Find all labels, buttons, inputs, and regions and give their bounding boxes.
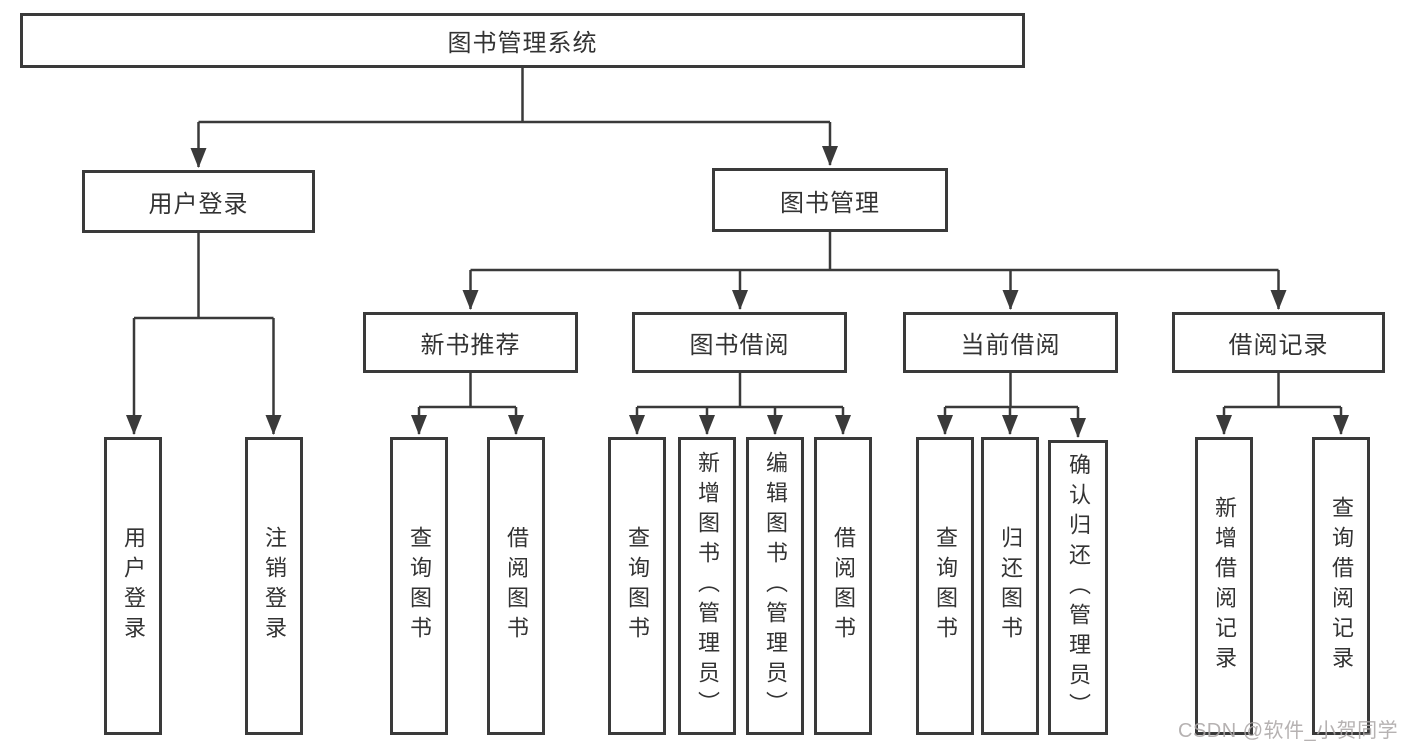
leaf-borrow-books-label: 借阅图书: [831, 526, 856, 646]
node-new-book-recommend: 新书推荐: [363, 312, 578, 373]
watermark-text: CSDN @软件_小贺同学: [1178, 720, 1399, 742]
leaf-query-books-current-label: 查询图书: [933, 526, 958, 646]
leaf-logout: 注销登录: [245, 437, 303, 735]
leaf-add-books-admin-label: 新增图书（管理员）: [695, 451, 720, 721]
leaf-query-books-borrow-label: 查询图书: [625, 526, 650, 646]
leaf-return-books: 归还图书: [981, 437, 1039, 735]
node-book-management: 图书管理: [712, 168, 948, 232]
node-borrow-record-label: 借阅记录: [1228, 332, 1329, 359]
leaf-edit-books-admin-label: 编辑图书（管理员）: [763, 451, 788, 721]
connector-trunks: [134, 68, 1341, 409]
leaf-borrow-books: 借阅图书: [814, 437, 872, 735]
node-book-borrow: 图书借阅: [632, 312, 847, 373]
leaf-query-books-current: 查询图书: [916, 437, 974, 735]
node-current-borrow: 当前借阅: [903, 312, 1118, 373]
leaf-query-borrow-record: 查询借阅记录: [1312, 437, 1370, 735]
node-borrow-record: 借阅记录: [1172, 312, 1385, 373]
node-book-management-label: 图书管理: [780, 189, 880, 217]
leaf-user-login-label: 用户登录: [121, 526, 146, 646]
connector-arrows: [126, 122, 1349, 438]
node-root-label: 图书管理系统: [447, 30, 598, 57]
node-user-login: 用户登录: [82, 170, 315, 233]
leaf-return-books-label: 归还图书: [998, 526, 1023, 646]
leaf-add-borrow-record-label: 新增借阅记录: [1212, 496, 1237, 676]
node-current-borrow-label: 当前借阅: [960, 332, 1061, 359]
leaf-edit-books-admin: 编辑图书（管理员）: [746, 437, 804, 735]
node-root: 图书管理系统: [20, 13, 1025, 68]
leaf-query-borrow-record-label: 查询借阅记录: [1329, 496, 1354, 676]
leaf-add-books-admin: 新增图书（管理员）: [678, 437, 736, 735]
leaf-logout-label: 注销登录: [262, 526, 287, 646]
leaf-user-login: 用户登录: [104, 437, 162, 735]
leaf-query-books-recommend-label: 查询图书: [407, 526, 432, 646]
leaf-confirm-return-admin: 确认归还（管理员）: [1048, 440, 1108, 735]
leaf-borrow-books-recommend-label: 借阅图书: [504, 526, 529, 646]
leaf-query-books-borrow: 查询图书: [608, 437, 666, 735]
leaf-query-books-recommend: 查询图书: [390, 437, 448, 735]
node-user-login-label: 用户登录: [148, 191, 249, 218]
node-new-book-recommend-label: 新书推荐: [420, 332, 521, 359]
leaf-confirm-return-admin-label: 确认归还（管理员）: [1066, 452, 1091, 723]
leaf-borrow-books-recommend: 借阅图书: [487, 437, 545, 735]
leaf-add-borrow-record: 新增借阅记录: [1195, 437, 1253, 735]
node-book-borrow-label: 图书借阅: [689, 332, 790, 359]
